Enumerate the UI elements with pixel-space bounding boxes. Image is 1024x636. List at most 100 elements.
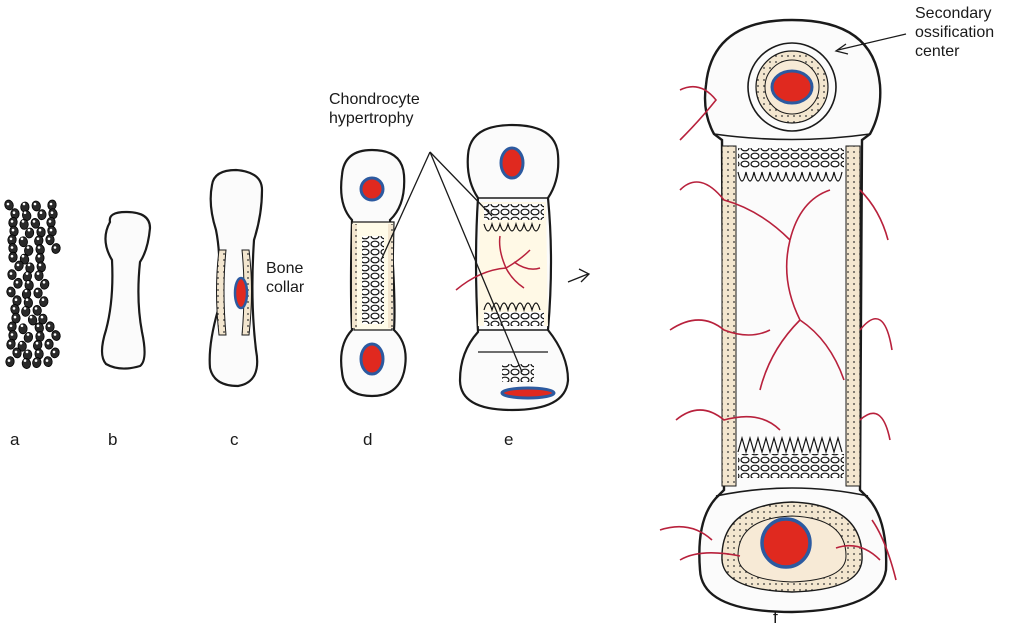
cell-highlight xyxy=(24,359,27,362)
cell-highlight xyxy=(26,272,29,275)
stage-label-e: e xyxy=(504,430,513,449)
cell-highlight xyxy=(42,298,45,301)
cell-highlight xyxy=(37,351,40,354)
cell-highlight xyxy=(15,351,18,354)
cell-highlight xyxy=(36,342,39,345)
mesenchymal-cell xyxy=(45,321,55,332)
stage-d-chondrocyte-hypertrophy xyxy=(341,150,406,396)
cell-highlight xyxy=(41,316,44,319)
mesenchymal-cell xyxy=(6,286,16,297)
cell-highlight xyxy=(9,342,12,345)
bone-collar-label-line2: collar xyxy=(266,278,304,297)
secondary-ossification-label-line1: Secondary xyxy=(915,4,994,23)
mesenchymal-cell xyxy=(18,236,28,247)
mesenchymal-cell xyxy=(35,270,44,280)
cell-highlight xyxy=(11,246,14,249)
cell-highlight xyxy=(22,255,25,258)
stage-f-long-bone xyxy=(660,20,906,612)
cell-highlight xyxy=(28,229,31,232)
cell-highlight xyxy=(12,229,15,232)
cell-highlight xyxy=(35,359,38,362)
ossification-center-e-top-icon xyxy=(501,148,523,178)
mesenchymal-cell xyxy=(43,356,52,367)
mesenchymal-cell xyxy=(34,288,43,299)
cell-highlight xyxy=(27,333,30,336)
cell-highlight xyxy=(27,281,30,284)
cell-highlight xyxy=(49,220,52,223)
stage-label-f: f xyxy=(773,608,778,627)
primary-ossification-center-icon xyxy=(235,278,247,308)
mesenchymal-cell xyxy=(21,358,31,369)
secondary-ossification-label-line2: ossification xyxy=(915,23,994,42)
cell-highlight xyxy=(36,290,39,293)
bone-collar-label-line1: Bone xyxy=(266,259,304,278)
cell-highlight xyxy=(11,333,14,336)
cell-highlight xyxy=(16,281,19,284)
mesenchymal-cell xyxy=(37,209,46,219)
ossification-center-bottom-icon xyxy=(361,344,383,374)
mesenchymal-cell xyxy=(46,235,55,245)
cell-highlight xyxy=(23,203,26,206)
cell-highlight xyxy=(22,220,25,223)
cell-highlight xyxy=(37,272,40,275)
cell-highlight xyxy=(48,325,51,328)
cell-highlight xyxy=(13,307,16,310)
cell-highlight xyxy=(20,342,23,345)
cell-highlight xyxy=(7,203,10,206)
cell-highlight xyxy=(50,229,53,232)
mesenchymal-cell xyxy=(7,269,16,280)
stage-label-d: d xyxy=(363,430,372,449)
cell-highlight xyxy=(26,298,29,301)
cell-highlight xyxy=(38,246,41,249)
mesenchymal-cell xyxy=(9,252,18,262)
cell-highlight xyxy=(43,281,46,284)
cell-highlight xyxy=(35,307,38,310)
cell-highlight xyxy=(48,238,51,241)
cell-highlight xyxy=(11,220,14,223)
cell-highlight xyxy=(21,238,24,241)
cell-highlight xyxy=(53,351,56,354)
chondrocyte-label-line2: hypertrophy xyxy=(329,109,420,128)
secondary-ossification-center-top-icon xyxy=(772,71,812,103)
stage-e-vascular-invasion xyxy=(456,125,589,410)
stage-label-b: b xyxy=(108,430,117,449)
cell-highlight xyxy=(10,238,13,241)
cell-highlight xyxy=(15,298,18,301)
cell-highlight xyxy=(21,325,24,328)
stage-c-bone-collar xyxy=(210,170,262,386)
mesenchymal-cell xyxy=(32,305,42,316)
stage-label-c: c xyxy=(230,430,239,449)
cell-highlight xyxy=(10,325,13,328)
chondrocyte-label-line1: Chondrocyte xyxy=(329,90,420,109)
cell-highlight xyxy=(30,316,33,319)
stage-b-cartilage-model xyxy=(102,212,150,369)
cell-highlight xyxy=(13,211,16,214)
cell-highlight xyxy=(37,238,40,241)
cell-highlight xyxy=(28,264,31,267)
stage-a-mesenchyme xyxy=(3,199,61,369)
cell-highlight xyxy=(8,359,11,362)
cell-highlight xyxy=(33,220,36,223)
cell-highlight xyxy=(25,290,28,293)
cell-highlight xyxy=(27,246,30,249)
cell-highlight xyxy=(38,255,41,258)
cell-highlight xyxy=(14,316,17,319)
cell-highlight xyxy=(47,342,50,345)
mesenchymal-cell xyxy=(5,356,14,367)
stage-label-a: a xyxy=(10,430,19,449)
cell-highlight xyxy=(24,307,27,310)
cell-highlight xyxy=(46,359,49,362)
cell-highlight xyxy=(11,255,14,258)
cell-highlight xyxy=(51,211,54,214)
cell-highlight xyxy=(39,229,42,232)
cell-highlight xyxy=(50,203,53,206)
cell-highlight xyxy=(40,211,43,214)
secondary-ossification-label-line3: center xyxy=(915,42,994,61)
mesenchymal-cell xyxy=(45,339,54,349)
ossification-center-e-bottom-icon xyxy=(502,388,554,398)
cell-highlight xyxy=(10,272,13,275)
secondary-ossification-center-bottom-icon xyxy=(762,519,810,567)
cell-highlight xyxy=(37,325,40,328)
